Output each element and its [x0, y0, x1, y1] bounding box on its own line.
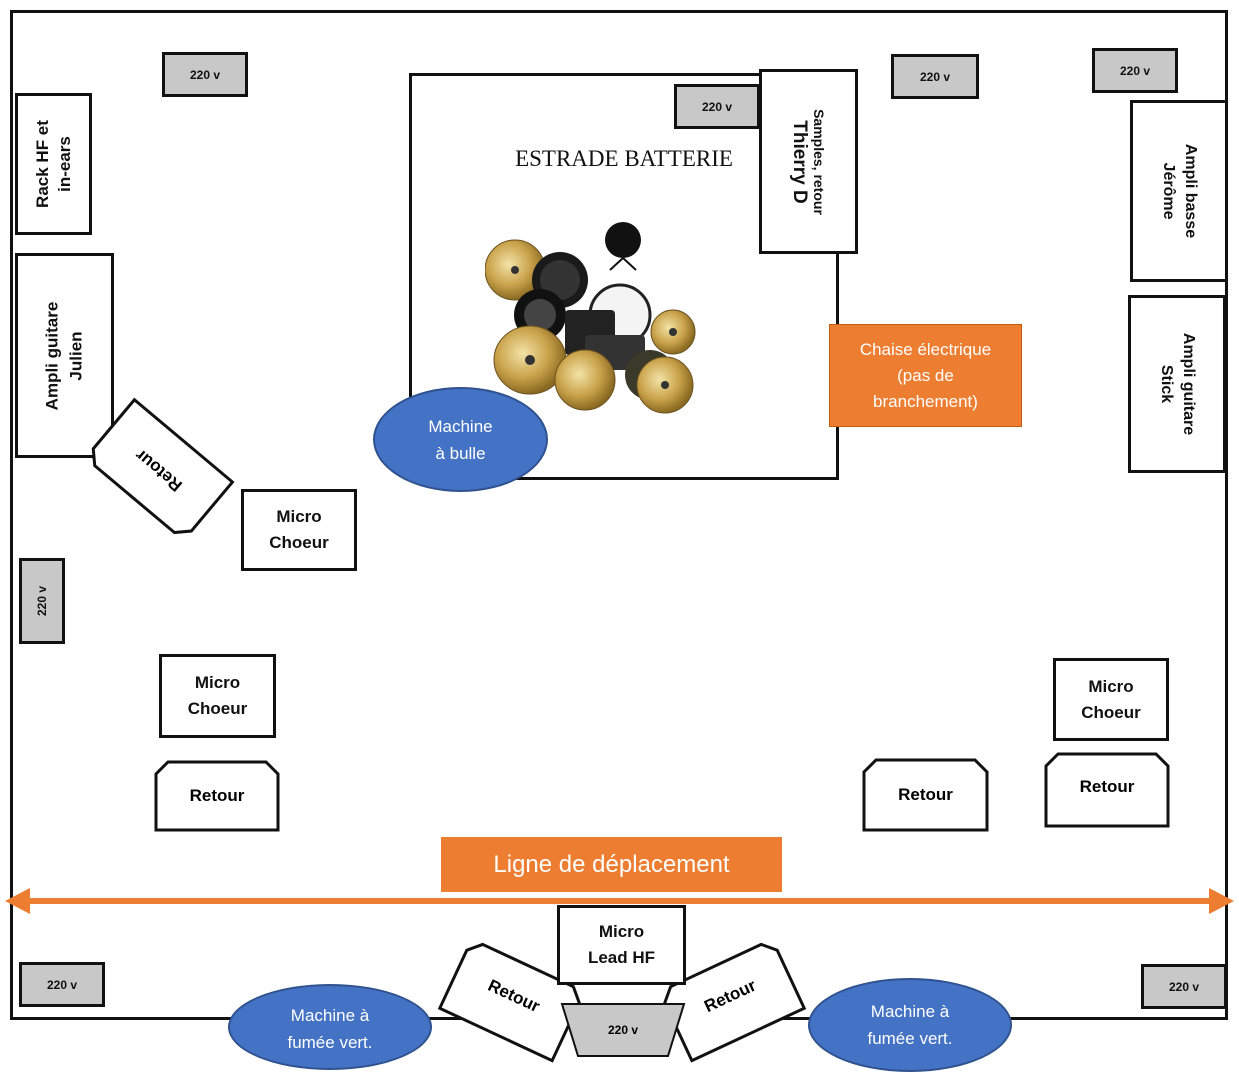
drum-riser-title: ESTRADE BATTERIE	[515, 146, 733, 171]
smoke-machine-right: Machine à fumée vert.	[808, 978, 1012, 1072]
movement-line-label: Ligne de déplacement	[441, 837, 782, 892]
retour-monitor: Retour	[83, 397, 236, 543]
chaise-line2: (pas de	[897, 365, 954, 385]
power-outlet-label: 220 v	[46, 977, 78, 992]
amp-bass-jerome: Ampli basse Jérôme	[1130, 100, 1228, 282]
amp-guitar-stick-line1: Ampli guitare	[1180, 332, 1198, 436]
retour-monitor: Retour	[1044, 752, 1170, 828]
rack-hf-line1: Rack HF et	[32, 120, 52, 208]
wedge-shape	[1044, 752, 1170, 828]
power-outlet: 220 v	[674, 84, 760, 129]
samples-retour-text: Samples, retour Thierry D	[789, 109, 829, 215]
micro-choeur: Micro Choeur	[1053, 658, 1169, 741]
bubble-machine: Machine à bulle	[373, 387, 548, 492]
smoke-right-line2: fumée vert.	[867, 1029, 953, 1048]
power-outlet-label: 220 v	[1168, 979, 1200, 994]
power-outlet-label: 220 v	[1119, 63, 1151, 78]
micro-lead-line1: Micro	[598, 922, 645, 941]
micro-choeur-line1: Micro	[1088, 676, 1134, 696]
retour-monitor: Retour	[657, 937, 807, 1064]
amp-guitar-stick-line2: Stick	[1158, 364, 1176, 404]
samples-retour-line2: Thierry D	[788, 119, 810, 204]
wedge-shape	[663, 942, 807, 1063]
power-outlet: 220 v	[560, 1002, 686, 1058]
micro-lead-line2: Lead HF	[587, 948, 656, 967]
smoke-machine-left: Machine à fumée vert.	[228, 984, 432, 1070]
amp-guitar-julien-line2: Julien	[66, 330, 86, 381]
amp-guitar-julien-line1: Ampli guitare	[42, 301, 62, 410]
rack-hf-box: Rack HF et in-ears	[15, 93, 92, 235]
rack-hf-line2: in-ears	[54, 136, 74, 192]
power-outlet-label: 220 v	[189, 67, 221, 82]
power-outlet: 220 v	[19, 558, 65, 644]
amp-guitar-stick-text: Ampli guitare Stick	[1155, 333, 1199, 435]
chaise-line1: Chaise électrique	[859, 339, 992, 359]
micro-choeur-line2: Choeur	[269, 533, 329, 552]
amp-bass-jerome-text: Ampli basse Jérôme	[1157, 144, 1201, 238]
rack-hf-text: Rack HF et in-ears	[32, 120, 76, 208]
retour-monitor: Retour	[437, 937, 587, 1064]
double-arrow-icon	[5, 888, 1234, 914]
micro-choeur: Micro Choeur	[241, 489, 357, 571]
bubble-machine-line1: Machine	[428, 416, 493, 436]
retour-label: Retour	[189, 786, 245, 805]
chaise-line3: branchement)	[873, 391, 978, 411]
wedge-shape	[437, 942, 581, 1063]
micro-choeur-line1: Micro	[276, 507, 322, 526]
amp-guitar-julien-text: Ampli guitare Julien	[41, 301, 89, 410]
power-outlet-label: 220 v	[607, 1023, 639, 1037]
drum-kit-icon	[485, 222, 696, 414]
smoke-right-line1: Machine à	[870, 1002, 950, 1021]
amp-guitar-stick: Ampli guitare Stick	[1128, 295, 1226, 473]
smoke-left-line1: Machine à	[290, 1006, 370, 1025]
retour-monitor: Retour	[154, 760, 280, 832]
amp-guitar-julien: Ampli guitare Julien	[15, 253, 114, 458]
trapezoid-shape	[560, 1003, 686, 1057]
power-outlet-label: 220 v	[701, 99, 733, 114]
movement-line-text: Ligne de déplacement	[493, 850, 730, 878]
power-outlet: 220 v	[891, 54, 979, 99]
power-outlet: 220 v	[19, 962, 105, 1007]
micro-choeur-line2: Choeur	[1081, 702, 1141, 722]
micro-choeur-line2: Choeur	[187, 699, 248, 718]
retour-label: Retour	[898, 785, 953, 804]
chaise-electrique: Chaise électrique (pas de branchement)	[829, 324, 1022, 427]
micro-choeur: Micro Choeur	[159, 654, 276, 738]
power-outlet: 220 v	[1141, 964, 1227, 1009]
power-outlet-label: 220 v	[919, 69, 951, 84]
power-outlet-label: 220 v	[35, 585, 49, 617]
wedge-shape	[862, 758, 989, 832]
amp-bass-jerome-line1: Ampli basse	[1182, 143, 1200, 239]
retour-label: Retour	[1079, 777, 1135, 796]
power-outlet: 220 v	[1092, 48, 1178, 93]
retour-monitor: Retour	[862, 758, 989, 832]
amp-bass-jerome-line2: Jérôme	[1160, 162, 1178, 220]
samples-retour-box: Samples, retour Thierry D	[759, 69, 858, 254]
samples-retour-line1: Samples, retour	[810, 108, 827, 215]
power-outlet: 220 v	[162, 52, 248, 97]
smoke-left-line2: fumée vert.	[287, 1033, 373, 1052]
wedge-shape	[91, 397, 235, 535]
bubble-machine-line2: à bulle	[435, 443, 486, 463]
micro-choeur-line1: Micro	[194, 673, 241, 692]
wedge-shape	[154, 760, 280, 832]
micro-lead-hf: Micro Lead HF	[557, 905, 686, 985]
